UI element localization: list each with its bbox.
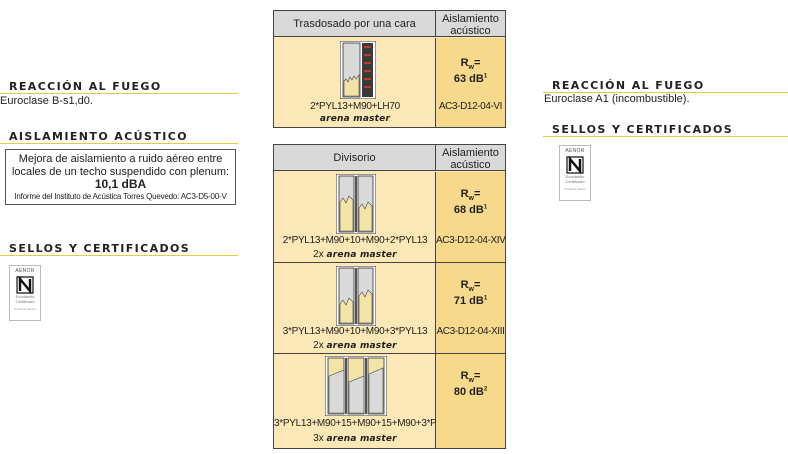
product-name: arena master: [326, 341, 397, 351]
rw-db: 80 dB: [453, 385, 484, 398]
rw-db: 63 dB: [453, 72, 484, 85]
aenor-logo-right: AENOR Ecodiseño Certificado Producto bás…: [559, 145, 591, 201]
acoustic-line-2: locales de un techo suspendido con plenu…: [11, 165, 230, 178]
rw-note: 1: [483, 204, 488, 211]
rw-db: 71 dB: [453, 294, 484, 307]
rw-label: Rw=: [460, 370, 481, 385]
table-divisorio: Divisorio Aislamiento acústico 2*PYL13+M…: [273, 144, 506, 449]
rw-db: 68 dB: [453, 203, 484, 216]
table-row: 3*PYL13+M90+15+M90+15+M90+3*PYL13 3x are…: [274, 354, 505, 448]
table-header: Trasdosado por una cara Aislamiento acús…: [274, 11, 505, 37]
system-product: arena master: [274, 113, 436, 124]
fire-reaction-text-right: Euroclase A1 (incombustible).: [544, 93, 690, 105]
rw-value: Rw= 63 dB1: [436, 57, 505, 87]
acoustic-value: 10,1 dBA: [94, 177, 147, 192]
aenor-line-2: Certificado: [565, 178, 585, 184]
rw-label: Rw=: [460, 279, 481, 294]
system-product: 2x arena master: [274, 340, 436, 351]
aenor-line-2: Certificado: [15, 298, 35, 304]
aenor-brand: AENOR: [15, 268, 35, 274]
section-rule: [0, 255, 238, 256]
rw-value: Rw= 71 dB1: [436, 279, 505, 309]
fire-reaction-title-right: REACCIÓN AL FUEGO: [552, 79, 705, 92]
fire-reaction-text-left: Euroclase B-s1,d0.: [0, 95, 93, 107]
test-reference: AC3-D12-04-VI: [438, 101, 503, 112]
product-prefix: 2x: [313, 340, 324, 351]
fire-reaction-title-left: REACCIÓN AL FUEGO: [9, 80, 162, 93]
system-code: 3*PYL13+M90+10+M90+3*PYL13: [282, 326, 428, 337]
table-row: 3*PYL13+M90+10+M90+3*PYL13 2x arena mast…: [274, 263, 505, 354]
section-rule: [543, 92, 788, 93]
header-system: Divisorio: [274, 145, 436, 171]
aenor-brand: AENOR: [565, 148, 585, 154]
aenor-line-3: Producto básico: [564, 186, 586, 191]
aenor-logo-left: AENOR Ecodiseño Certificado Producto bás…: [9, 265, 41, 321]
table-trasdosado: Trasdosado por una cara Aislamiento acús…: [273, 10, 506, 128]
seals-title-left: SELLOS Y CERTIFICADOS: [9, 242, 191, 255]
test-reference: AC3-D12-04-XIV: [436, 235, 506, 246]
system-code: 3*PYL13+M90+15+M90+15+M90+3*PYL13: [274, 418, 459, 429]
acoustic-line-1: Mejora de aislamiento a ruido aéreo entr…: [18, 153, 223, 165]
wall-section-drawing: [336, 266, 376, 326]
product-name: arena master: [326, 434, 397, 444]
system-code: 2*PYL13+M90+LH70: [310, 101, 400, 112]
product-prefix: 2x: [313, 249, 324, 260]
product-prefix: 3x: [313, 433, 324, 444]
acoustic-report: Informe del Instituto de Acústica Torres…: [14, 192, 227, 202]
rw-note: 1: [483, 73, 488, 80]
section-rule: [0, 93, 238, 94]
acoustic-info-box: Mejora de aislamiento a ruido aéreo entr…: [5, 149, 236, 205]
system-product: 3x arena master: [274, 433, 436, 444]
section-rule: [543, 136, 788, 137]
rw-label: Rw=: [460, 188, 481, 203]
wall-section-drawing: [340, 41, 376, 99]
section-rule: [0, 143, 238, 144]
table-row: 2*PYL13+M90+10+M90+2*PYL13 2x arena mast…: [274, 172, 506, 263]
rw-note: 1: [483, 295, 488, 302]
rw-label: Rw=: [460, 57, 481, 72]
table-row: 2*PYL13+M90+LH70 arena master Rw= 63 dB1…: [274, 38, 505, 127]
header-system: Trasdosado por una cara: [274, 11, 436, 37]
product-name: arena master: [326, 250, 397, 260]
aenor-line-1: Ecodiseño: [565, 174, 585, 179]
aenor-line-3: Producto básico: [14, 306, 36, 311]
test-reference: AC3-D12-04-XIII: [436, 326, 505, 337]
aenor-line-1: Ecodiseño: [15, 294, 35, 299]
rw-note: 2: [483, 386, 488, 393]
system-product: 2x arena master: [274, 249, 436, 260]
product-name: arena master: [319, 114, 391, 124]
seals-title-right: SELLOS Y CERTIFICADOS: [552, 123, 734, 136]
system-code: 2*PYL13+M90+10+M90+2*PYL13: [282, 235, 428, 246]
aenor-n-icon: [566, 155, 584, 175]
acoustic-title: AISLAMIENTO ACÚSTICO: [9, 130, 188, 143]
wall-section-drawing: [336, 174, 376, 234]
header-acoustic: Aislamiento acústico: [436, 11, 505, 37]
header-acoustic: Aislamiento acústico: [436, 145, 505, 171]
rw-value: Rw= 68 dB1: [436, 188, 505, 218]
aenor-n-icon: [16, 275, 34, 295]
rw-value: Rw= 80 dB2: [436, 370, 505, 400]
table-header: Divisorio Aislamiento acústico: [274, 145, 505, 171]
wall-section-drawing: [325, 356, 387, 416]
